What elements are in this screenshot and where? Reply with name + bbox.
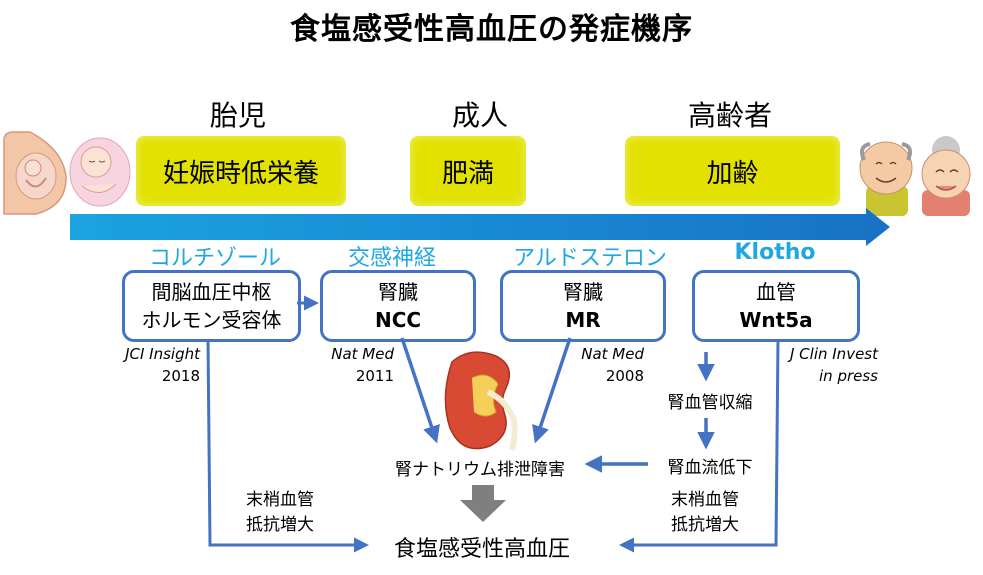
stage-adult: 成人 xyxy=(451,99,508,132)
renal-sodium-excretion-impairment: 腎ナトリウム排泄障害 xyxy=(395,460,565,480)
stage-fetus: 胎児 xyxy=(209,99,266,132)
citation-nat-med-2008: Nat Med 2008 xyxy=(581,345,644,385)
pregnant-belly-illustration xyxy=(3,131,67,215)
renal-vasoconstriction: 腎血管収縮 xyxy=(667,393,753,413)
citation-nat-med-2011: Nat Med 2011 xyxy=(331,345,394,385)
renal-blood-flow-decrease: 腎血流低下 xyxy=(667,458,753,478)
box-line2: NCC xyxy=(374,308,422,332)
kidney-icon xyxy=(444,351,518,451)
elderly-man-illustration xyxy=(859,141,913,216)
peripheral-resistance-right: 末梢血管 抵抗増大 xyxy=(671,490,739,535)
citation-j-clin-invest: J Clin Invest in press xyxy=(789,345,878,385)
box-vessel-wnt5a: 血管 Wnt5a xyxy=(692,270,860,342)
factor-obesity: 肥満 xyxy=(410,136,526,206)
box-kidney-mr: 腎臓 MR xyxy=(500,270,666,342)
stage-elderly: 高齢者 xyxy=(687,99,772,132)
factor-aging: 加齢 xyxy=(625,136,840,206)
outcome-salt-sensitive-hypertension: 食塩感受性高血圧 xyxy=(393,537,570,562)
box-line2: Wnt5a xyxy=(739,308,813,332)
gray-down-arrow xyxy=(460,485,506,522)
peripheral-resistance-left: 末梢血管 抵抗増大 xyxy=(246,490,314,535)
box-brain-hormone-receptor: 間脳血圧中枢 ホルモン受容体 xyxy=(122,270,301,342)
page-title: 食塩感受性高血圧の発症機序 xyxy=(290,12,693,47)
box-line1: 血管 xyxy=(756,280,796,304)
box-kidney-ncc: 腎臓 NCC xyxy=(320,270,476,342)
box-line1: 腎臓 xyxy=(563,280,603,304)
baby-illustration xyxy=(69,137,131,207)
mediator-aldosterone: アルドステロン xyxy=(513,246,667,271)
citation-jci-insight: JCI Insight 2018 xyxy=(125,345,200,385)
elderly-woman-illustration xyxy=(921,136,971,216)
box-line2: MR xyxy=(565,308,601,332)
mediator-klotho: Klotho xyxy=(734,240,816,265)
box-line1: 腎臓 xyxy=(378,280,418,304)
box-line2: ホルモン受容体 xyxy=(141,308,282,332)
mediator-cortisol: コルチゾール xyxy=(148,246,281,271)
mediator-sympathetic: 交感神経 xyxy=(347,246,436,271)
box-line1: 間脳血圧中枢 xyxy=(151,280,272,304)
factor-maternal-undernutrition: 妊娠時低栄養 xyxy=(136,136,346,206)
